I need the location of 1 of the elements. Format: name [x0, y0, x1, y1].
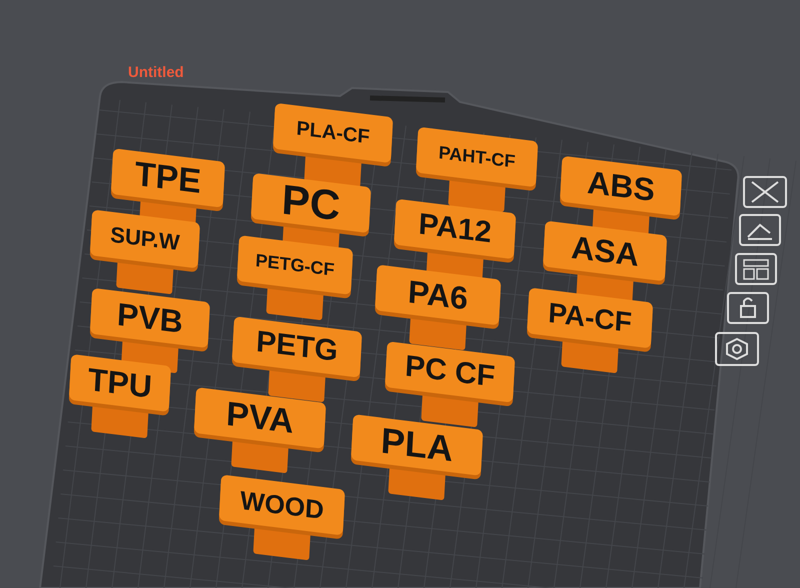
project-title: Untitled	[128, 64, 184, 81]
